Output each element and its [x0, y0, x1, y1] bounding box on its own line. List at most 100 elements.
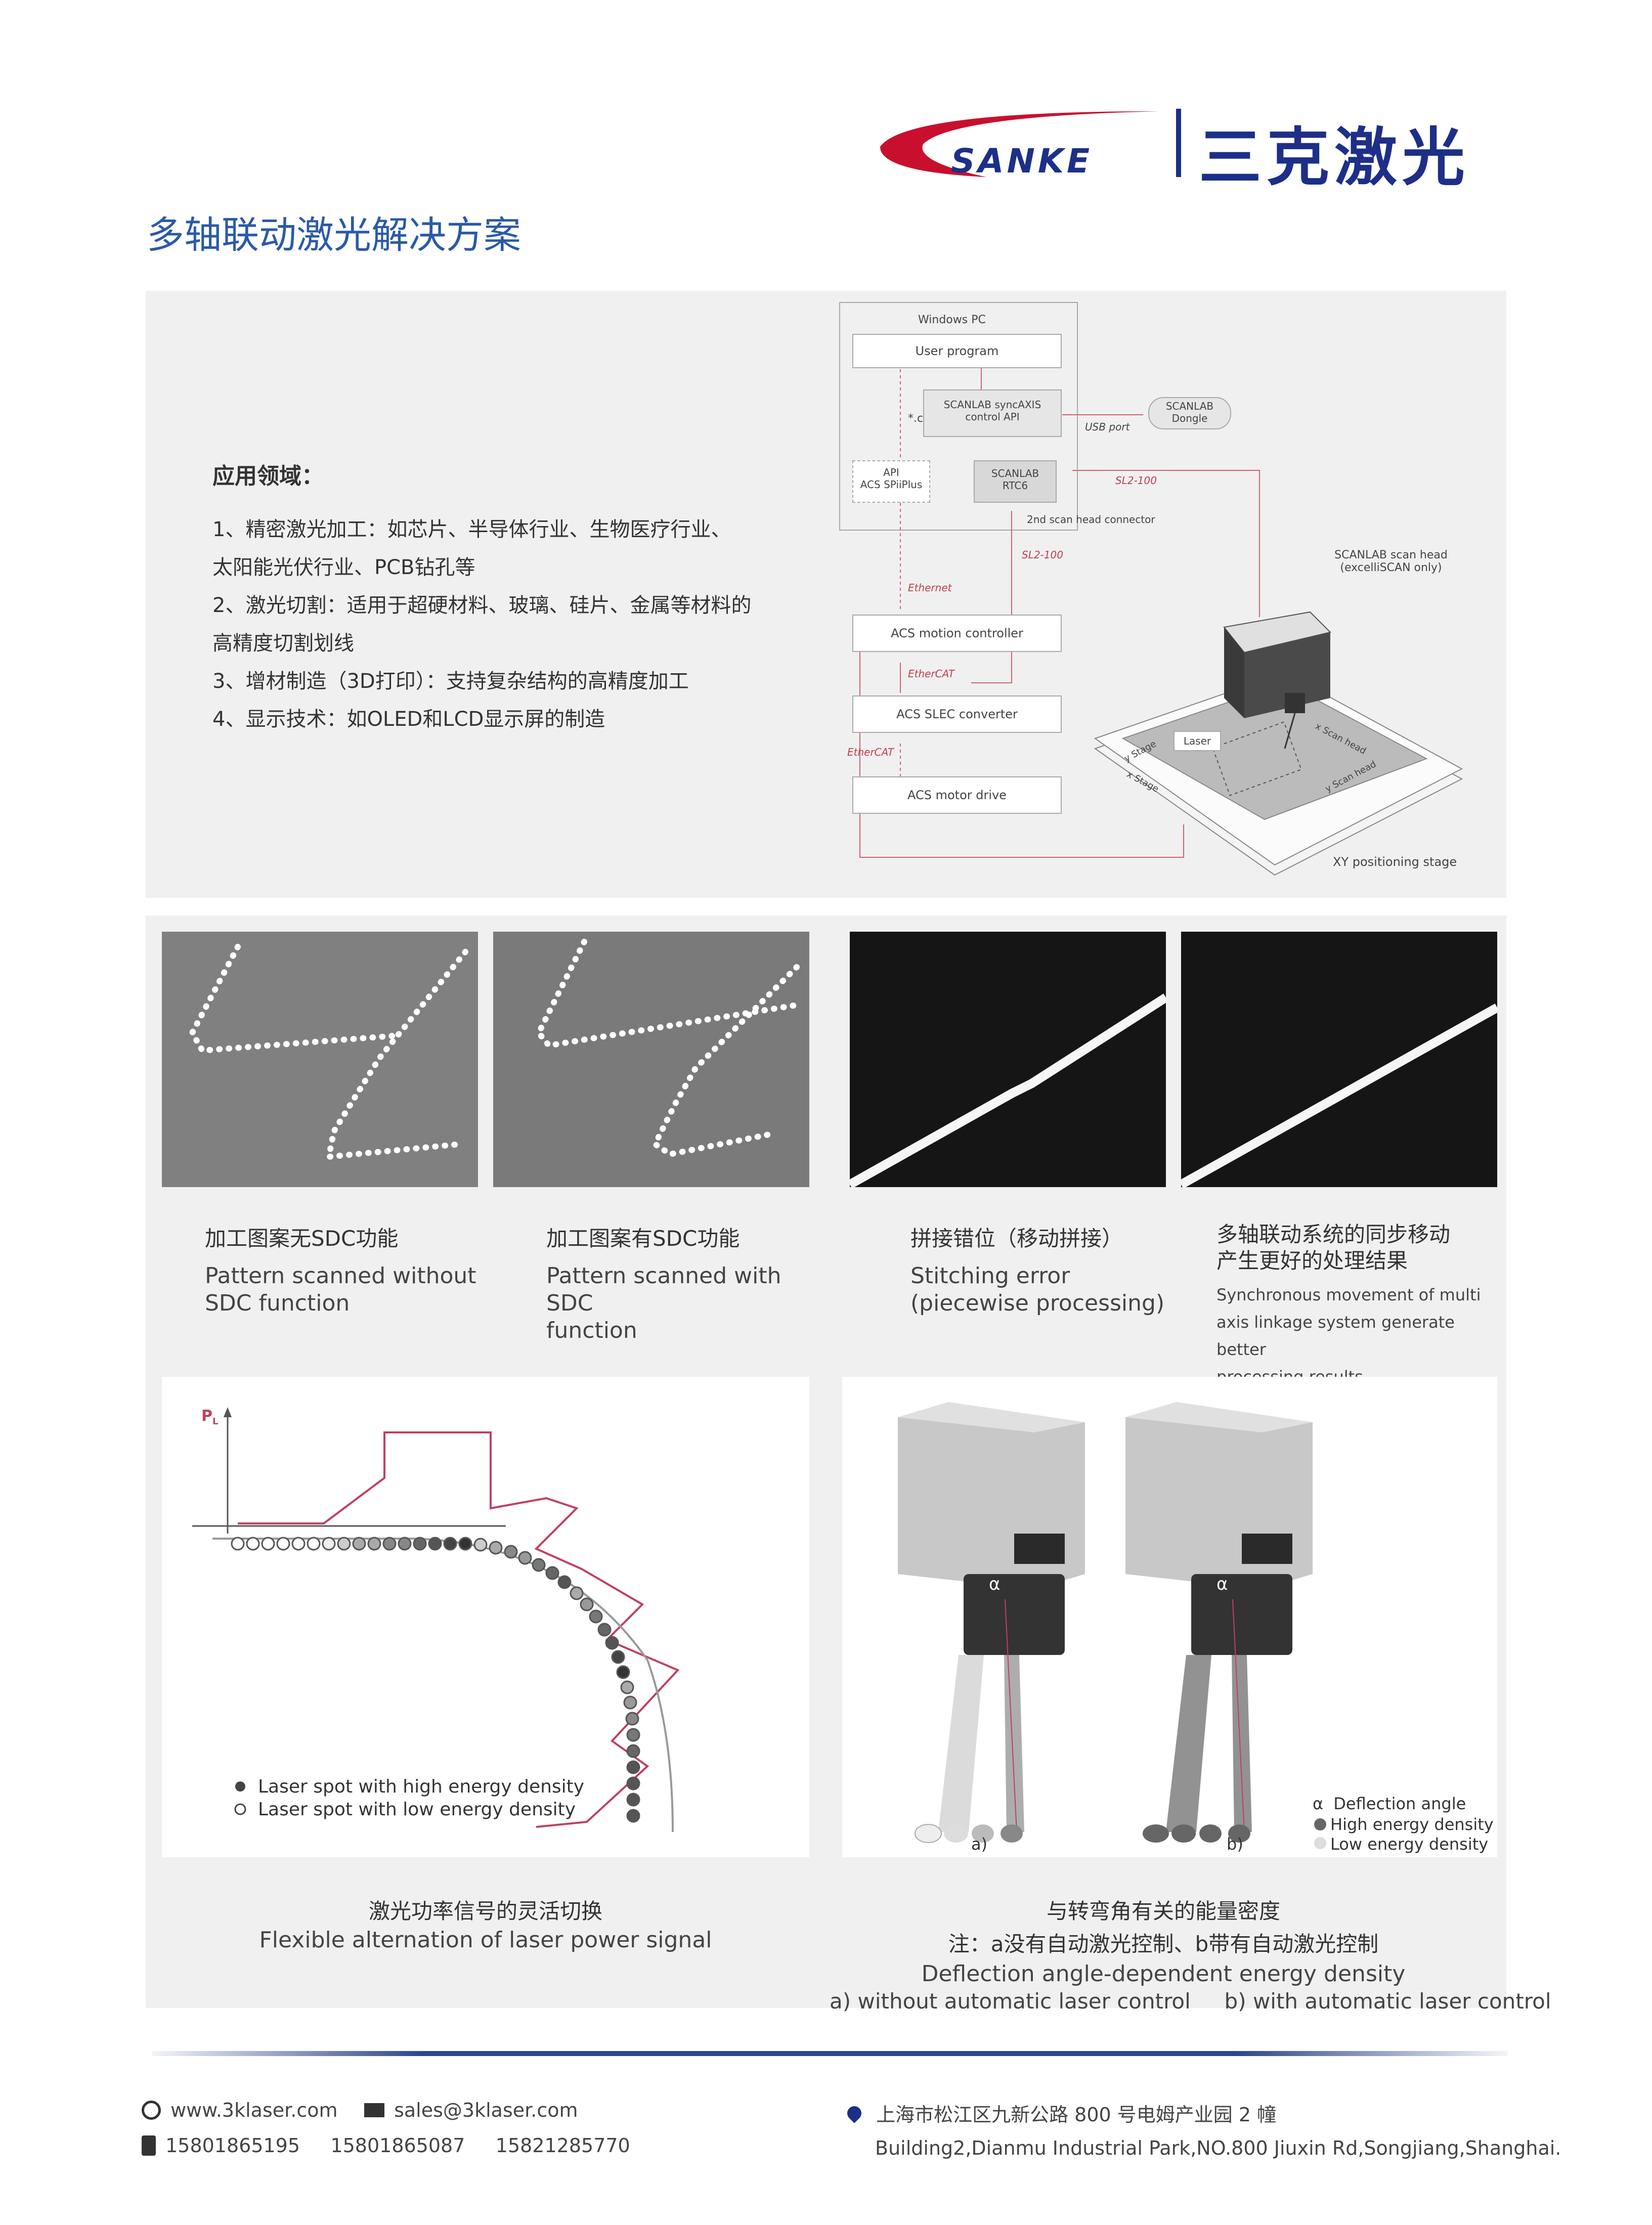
- caption-en: Synchronous movement of multi: [1216, 1285, 1481, 1304]
- alpha-label-a: α: [989, 1574, 1001, 1594]
- caption-en: Deflection angle-dependent energy densit…: [921, 1961, 1406, 1987]
- slec-converter-box: ACS SLEC converter: [852, 695, 1062, 733]
- ethercat-label: EtherCAT: [847, 746, 894, 758]
- power-axis-label: PL: [201, 1407, 218, 1427]
- high-density-dot-icon: [1314, 1818, 1326, 1830]
- scan-head-label: SCANLAB scan head (excelliSCAN only): [1320, 549, 1462, 574]
- search-icon: [142, 2101, 161, 2120]
- page-title: 多轴联动激光解决方案: [147, 213, 521, 257]
- legend-alpha-text: Deflection angle: [1333, 1794, 1466, 1813]
- spiiplus-label: ACS SPiiPlus: [860, 478, 923, 491]
- power-signal-figure: PL Laser spot with high energy density L…: [162, 1377, 809, 1857]
- rtc6-line: RTC6: [1002, 479, 1028, 492]
- label-b: b): [1227, 1835, 1243, 1854]
- legend-low: Laser spot with low energy density: [258, 1799, 576, 1820]
- usb-port-label: USB port: [1085, 421, 1130, 433]
- syncaxis-line: SCANLAB syncAXIS: [943, 399, 1041, 411]
- axis-p: P: [201, 1407, 212, 1425]
- ethernet-label: Ethernet: [908, 582, 952, 594]
- legend-alpha: α Deflection angle: [1313, 1794, 1466, 1813]
- caption-en: Stitching error: [910, 1263, 1070, 1289]
- phone-numbers: 15801865195 15801865087 15821285770: [165, 2134, 630, 2157]
- caption-en: Flexible alternation of laser power sign…: [259, 1927, 712, 1953]
- sample-photo-sync: [1181, 932, 1497, 1187]
- stitched-line-icon: [850, 993, 1166, 1187]
- caption-zh: 多轴联动系统的同步移动: [1216, 1222, 1451, 1247]
- sl2-100-label: SL2-100: [1022, 549, 1063, 561]
- sample-photo-with-sdc: [493, 932, 809, 1187]
- caption-en: axis linkage system generate better: [1216, 1313, 1455, 1359]
- applications-heading: 应用领域：: [212, 463, 324, 489]
- caption-en: (piecewise processing): [910, 1290, 1165, 1316]
- email-link[interactable]: sales@3klaser.com: [394, 2099, 578, 2121]
- legend-high: Laser spot with high energy density: [258, 1776, 585, 1797]
- deflection-figure: α α a) b) α Deflection angle High energy…: [842, 1377, 1497, 1857]
- alpha-label-b: α: [1216, 1574, 1228, 1594]
- legend-high: High energy density: [1330, 1815, 1494, 1834]
- phone-icon: [142, 2135, 156, 2156]
- laser-label: Laser: [1173, 731, 1221, 751]
- dotted-pattern-icon: [535, 939, 800, 1158]
- dongle-line: Dongle: [1171, 412, 1208, 424]
- brand-divider: [1176, 109, 1181, 177]
- low-density-dot-icon: [234, 1803, 246, 1815]
- caption-no-sdc: 加工图案无SDC功能 Pattern scanned without SDC f…: [205, 1221, 478, 1317]
- caption-with-sdc: 加工图案有SDC功能 Pattern scanned with SDC func…: [546, 1221, 830, 1344]
- sl2-100-label: SL2-100: [1115, 474, 1157, 487]
- footer-divider: [152, 2051, 1507, 2056]
- caption-en: function: [546, 1318, 637, 1343]
- caption-en: Pattern scanned without: [205, 1263, 476, 1289]
- connector-label: 2nd scan head connector: [1027, 513, 1155, 526]
- email-row: sales@3klaser.com: [364, 2099, 578, 2121]
- list-item: 1、精密激光加工：如芯片、半导体行业、生物医疗行业、: [212, 518, 731, 541]
- rtc6-box: SCANLAB RTC6: [974, 460, 1057, 503]
- acs-spiiplus-box: API ACS SPiiPlus: [852, 460, 930, 503]
- windows-pc-label: Windows PC: [918, 314, 986, 326]
- phone-row: 15801865195 15801865087 15821285770: [142, 2134, 630, 2157]
- system-diagram: Windows PC User program *.ct5 SCANLAB sy…: [830, 298, 1487, 895]
- caption-en: a) without automatic laser control b) wi…: [830, 1989, 1551, 2014]
- logo: SANKE: [875, 106, 1163, 187]
- label-a: a): [971, 1835, 988, 1854]
- location-pin-icon: [844, 2103, 864, 2123]
- dotted-pattern-icon: [189, 944, 468, 1160]
- smooth-line-icon: [1181, 1004, 1497, 1187]
- power-curve-icon: [192, 1407, 680, 1833]
- motion-controller-box: ACS motion controller: [852, 615, 1062, 652]
- scan-head-line: (excelliSCAN only): [1340, 561, 1442, 574]
- list-item: 4、显示技术：如OLED和LCD显示屏的制造: [212, 708, 605, 731]
- xy-stage-label: XY positioning stage: [1333, 855, 1457, 869]
- logo-text: SANKE: [951, 142, 1093, 181]
- api-label: API: [883, 466, 899, 478]
- address-en: Building2,Dianmu Industrial Park,NO.800 …: [875, 2137, 1561, 2159]
- caption-zh: 拼接错位（移动拼接）: [910, 1226, 1123, 1251]
- high-density-dot-icon: [235, 1781, 245, 1792]
- laser-spots: [231, 1537, 640, 1823]
- sample-photo-no-sdc: [162, 932, 478, 1187]
- caption-en: SDC function: [205, 1290, 350, 1316]
- brand-name: 三克激光: [1199, 121, 1470, 194]
- website-link[interactable]: www.3klaser.com: [170, 2099, 338, 2121]
- dongle-line: SCANLAB: [1165, 400, 1214, 412]
- syncaxis-api-box: SCANLAB syncAXIS control API: [923, 389, 1062, 437]
- ethercat-label: EtherCAT: [908, 668, 955, 680]
- caption-en: Pattern scanned with SDC: [546, 1263, 781, 1316]
- caption-zh: 加工图案无SDC功能: [205, 1226, 399, 1251]
- motor-drive-box: ACS motor drive: [852, 776, 1062, 814]
- list-item: 太阳能光伏行业、PCB钻孔等: [212, 556, 475, 579]
- caption-zh: 激光功率信号的灵活切换: [368, 1899, 602, 1924]
- sample-photo-stitching: [850, 932, 1166, 1187]
- axis-sub: L: [212, 1416, 219, 1427]
- list-item: 2、激光切割：适用于超硬材料、玻璃、硅片、金属等材料的: [212, 594, 752, 617]
- caption-zh: 产生更好的处理结果: [1216, 1248, 1408, 1273]
- mail-icon: [364, 2103, 384, 2117]
- list-item: 高精度切割划线: [212, 632, 354, 655]
- address-row: 上海市松江区九新公路 800 号电姆产业园 2 幢: [844, 2099, 1276, 2127]
- rtc6-line: SCANLAB: [991, 467, 1039, 479]
- power-caption: 激光功率信号的灵活切换 Flexible alternation of lase…: [162, 1894, 809, 1953]
- legend-low: Low energy density: [1330, 1835, 1489, 1854]
- dongle-box: SCANLAB Dongle: [1148, 397, 1231, 429]
- scan-head-line: SCANLAB scan head: [1334, 549, 1448, 561]
- scan-heads-icon: [898, 1402, 1326, 1849]
- caption-zh: 注：a没有自动激光控制、b带有自动激光控制: [948, 1932, 1379, 1956]
